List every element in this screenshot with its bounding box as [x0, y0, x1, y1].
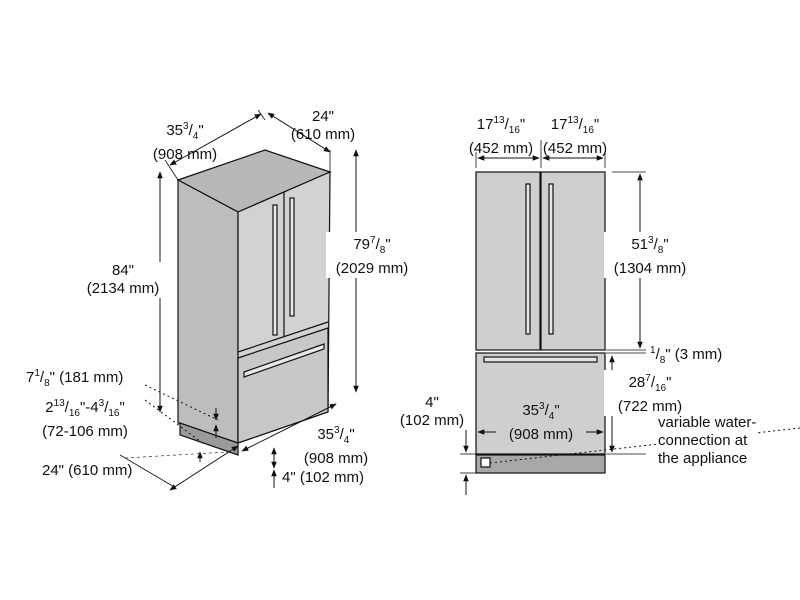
front-plinth — [475, 454, 606, 474]
fridge-drawer-handle — [243, 343, 325, 378]
label-door-left-width: 1713/16" (452 mm) — [468, 115, 534, 157]
water-connection-marker — [480, 457, 491, 468]
label-width-bottom: 24" (610 mm) — [42, 462, 133, 479]
label-toe-height: 71/8" (181 mm) — [26, 368, 124, 389]
label-height-total: 84" (2134 mm) — [78, 262, 168, 298]
fridge-handle-left — [272, 204, 278, 336]
label-width-top: 24" (610 mm) — [290, 108, 356, 143]
front-drawer-handle — [483, 356, 598, 363]
fridge-side-face — [177, 179, 239, 444]
label-height-door: 797/8" (2029 mm) — [326, 232, 418, 278]
label-depth-total: 353/4" (908 mm) — [152, 121, 218, 163]
label-drawer-height: 287/16" (722 mm) — [604, 370, 696, 416]
label-depth-side: 353/4" (908 mm) — [303, 425, 369, 467]
label-upper-height: 513/8" (1304 mm) — [604, 232, 696, 278]
label-gap: 1/8" (3 mm) — [650, 345, 723, 366]
label-door-right-width: 1713/16" (452 mm) — [542, 115, 608, 157]
label-toe-range: 213/16"-43/16" (72-106 mm) — [42, 398, 128, 440]
fridge-handle-right — [289, 197, 295, 317]
label-water-connection: variable water- connection at the applia… — [658, 414, 757, 468]
front-door-handle-left — [525, 183, 531, 335]
front-door-handle-right — [548, 183, 554, 335]
label-base-height-right: 4" (102 mm) — [399, 394, 465, 429]
label-front-width: 353/4" (908 mm) — [496, 398, 586, 444]
label-base-height-left: 4" (102 mm) — [282, 469, 365, 486]
fridge-perspective — [176, 149, 332, 456]
